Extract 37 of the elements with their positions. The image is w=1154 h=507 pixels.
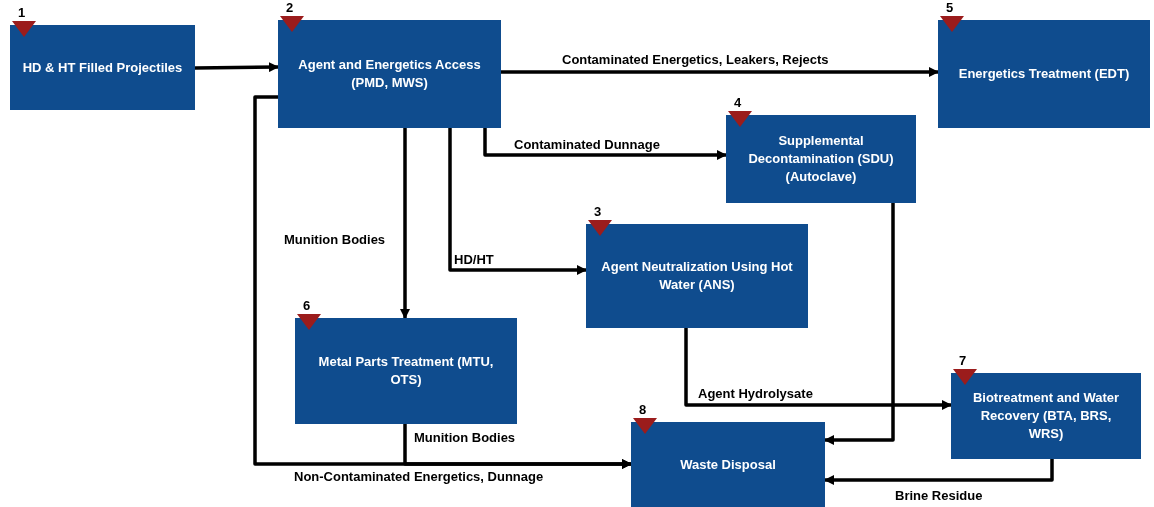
arrow: [194, 62, 279, 73]
box-label: Agent and Energetics Access (PMD, MWS): [297, 56, 482, 92]
step-number: 8: [639, 403, 647, 416]
arrow: [824, 203, 895, 445]
process-box: [278, 20, 501, 128]
process-box: [726, 115, 916, 203]
arrow: [824, 459, 1054, 485]
step-number: 6: [303, 299, 311, 312]
arrow: [448, 128, 587, 275]
step-number: 4: [734, 96, 742, 109]
edge-label: Contaminated Energetics, Leakers, Rejects: [560, 52, 831, 69]
box-label: Agent Neutralization Using Hot Water (ANS): [600, 258, 794, 294]
process-box: [10, 25, 195, 110]
process-box: [586, 224, 808, 328]
edge-label: Contaminated Dunnage: [512, 137, 662, 154]
arrow: [483, 128, 727, 160]
arrow: [501, 67, 939, 77]
process-box: [295, 318, 517, 424]
step-number: 3: [594, 205, 602, 218]
box-label: Metal Parts Treatment (MTU, OTS): [317, 353, 495, 389]
box-label: HD & HT Filled Projectiles: [22, 58, 183, 77]
box-label: Supplemental Decontamination (SDU) (Autoclave): [747, 132, 895, 186]
process-box: [951, 373, 1141, 459]
arrow: [684, 328, 952, 410]
process-box: [631, 422, 825, 507]
process-box: [938, 20, 1150, 128]
step-number: 5: [946, 1, 954, 14]
edge-label: Non-Contaminated Energetics, Dunnage: [292, 469, 546, 486]
box-label: Biotreatment and Water Recovery (BTA, BRS, WRS): [971, 389, 1121, 443]
arrow: [403, 424, 632, 469]
step-number: 2: [286, 1, 294, 14]
step-number: 1: [18, 6, 26, 19]
box-label: Energetics Treatment (EDT): [958, 65, 1130, 83]
step-number: 7: [959, 354, 967, 367]
edge-label: Agent Hydrolysate: [696, 386, 815, 403]
arrow: [400, 128, 410, 319]
box-label: Waste Disposal: [680, 455, 776, 474]
